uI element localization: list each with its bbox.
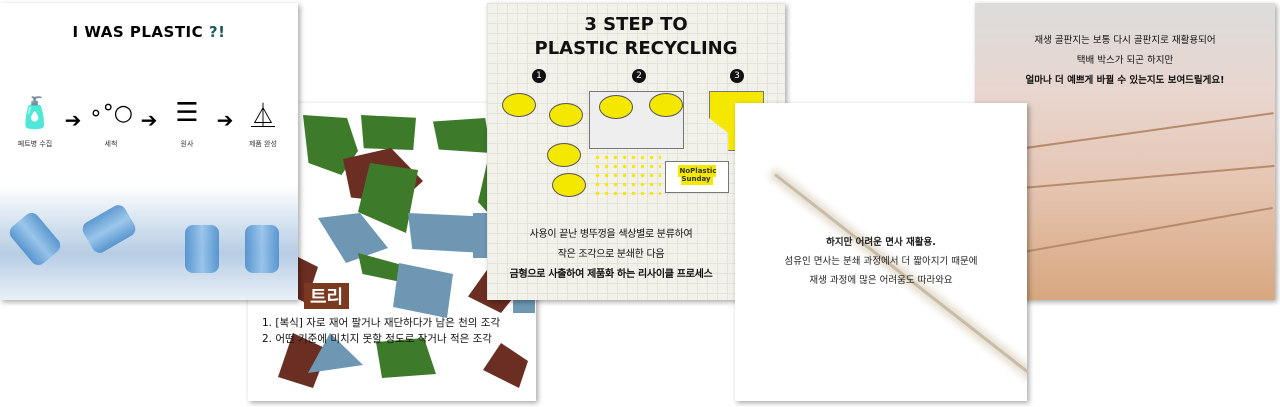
definition-line: 2. 어떤 기준에 미치지 못할 정도로 작거나 적은 조각 — [262, 333, 492, 345]
step-label: 원사 — [180, 140, 194, 148]
section-tag: 트리 — [304, 283, 350, 309]
yarn-description: 하지만 어려운 면사 재활용.섬유인 면사는 분쇄 과정에서 더 짧아지기 때문… — [784, 237, 978, 286]
step-number-1: 1 — [532, 69, 546, 83]
arrow-right-icon: ➔ — [64, 108, 82, 132]
step-number-3: 3 — [730, 69, 744, 83]
step-number-2: 2 — [632, 69, 646, 83]
slide-i-was-plastic[interactable]: I WAS PLASTIC ?! 🧴 페트병 수집 ➔ ∘°○ 세척 ➔ ☰ 원사 ➔… — [0, 3, 298, 300]
arrow-right-icon: ➔ — [216, 108, 234, 132]
step-wash: ∘°○ 세척 — [86, 91, 136, 149]
definition-text: 1. [복식] 자로 재어 팔거나 재단하다가 남은 천의 조각 2. 어떤 기… — [262, 315, 500, 347]
shredded-pieces — [593, 153, 661, 195]
slide-cotton-yarn[interactable]: 하지만 어려운 면사 재활용.섬유인 면사는 분쇄 과정에서 더 짧아지기 때문… — [735, 103, 1027, 401]
slide-title: I WAS PLASTIC ?! — [72, 23, 226, 41]
step-label: 제품 완성 — [248, 140, 277, 148]
step-bottle: 🧴 페트병 수집 — [10, 91, 60, 149]
plastic-bottles-photo — [0, 185, 298, 300]
step-product: ⏅ 제품 완성 — [238, 91, 288, 149]
step-yarn: ☰ 원사 — [162, 91, 212, 149]
bottle-icon: 🧴 — [16, 95, 54, 131]
product-icon: ⏅ — [250, 101, 275, 130]
no-plastic-sunday-badge: NoPlastic Sunday — [665, 161, 729, 193]
spool-icon: ☰ — [175, 98, 199, 128]
arrow-right-icon: ➔ — [140, 108, 158, 132]
bubbles-icon: ∘°○ — [89, 100, 133, 126]
definition-line: 1. [복식] 자로 재어 팔거나 재단하다가 남은 천의 조각 — [262, 317, 501, 329]
step-label: 페트병 수집 — [17, 140, 53, 148]
step-label: 세척 — [104, 140, 118, 148]
process-steps: 🧴 페트병 수집 ➔ ∘°○ 세척 ➔ ☰ 원사 ➔ ⏅ 제품 완성 — [10, 91, 288, 149]
